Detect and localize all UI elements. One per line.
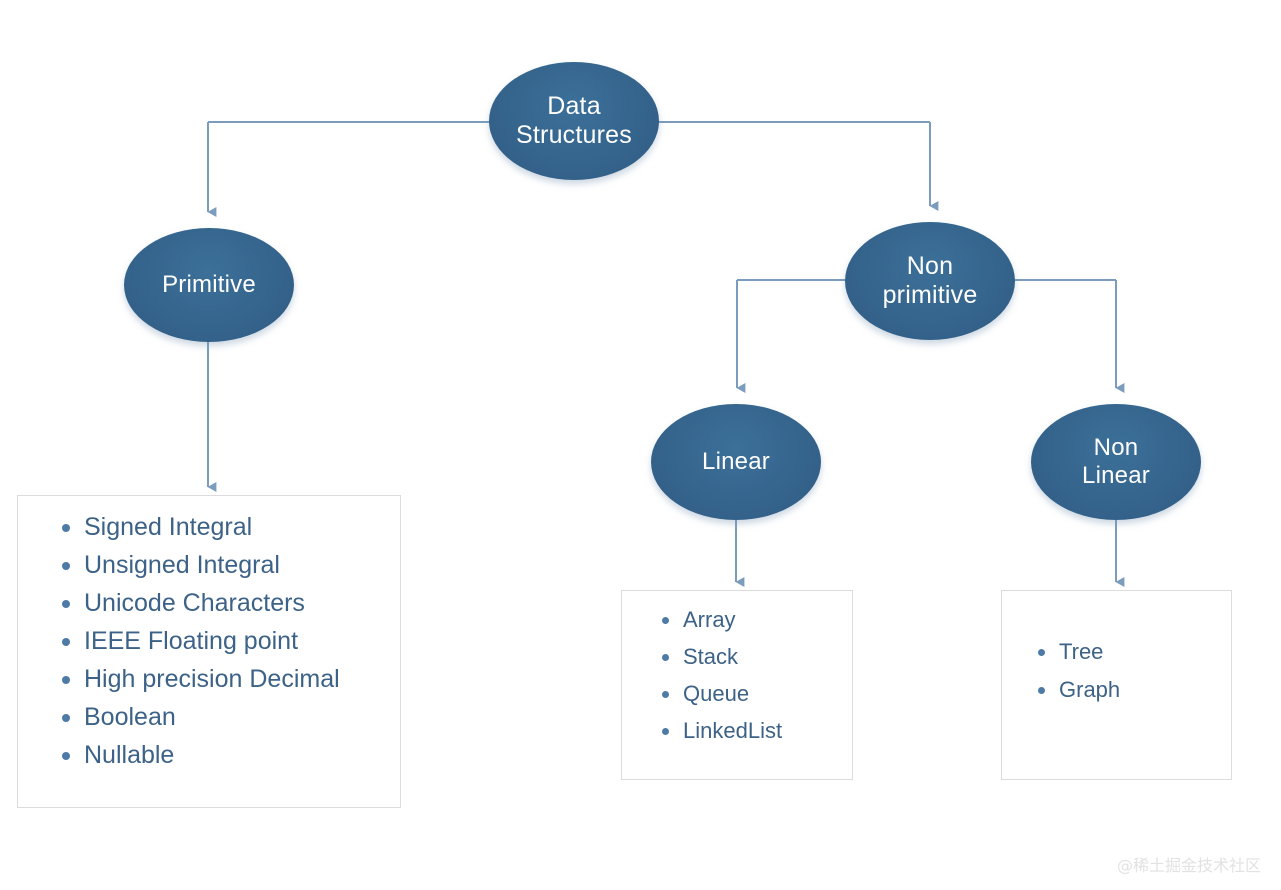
list-item: Unsigned Integral: [62, 546, 400, 584]
bullet-icon: [662, 617, 669, 624]
bullet-icon: [62, 638, 70, 646]
list-item-label: Nullable: [84, 741, 175, 769]
list-item: Signed Integral: [62, 508, 400, 546]
list-item: Queue: [662, 675, 852, 712]
bullet-icon: [1038, 687, 1045, 694]
node-primitive-line1: Primitive: [162, 270, 256, 298]
node-primitive[interactable]: Primitive: [124, 228, 294, 342]
list-item-label: LinkedList: [683, 718, 783, 743]
node-data-structures[interactable]: Data Structures: [489, 62, 659, 180]
node-linear-line1: Linear: [702, 447, 770, 475]
node-non-primitive-line2: primitive: [882, 281, 978, 309]
bullet-icon: [62, 714, 70, 722]
bullet-icon: [62, 600, 70, 608]
list-item-label: Stack: [683, 644, 739, 669]
list-item-label: Queue: [683, 681, 750, 706]
list-item: IEEE Floating point: [62, 622, 400, 660]
list-item-label: High precision Decimal: [84, 665, 340, 693]
node-non-linear-line1: Non: [1093, 433, 1139, 461]
list-item-label: Unsigned Integral: [84, 551, 280, 579]
list-item: LinkedList: [662, 712, 852, 749]
list-item-label: Signed Integral: [84, 513, 253, 541]
list-item-label: Boolean: [84, 703, 176, 731]
list-item: Boolean: [62, 698, 400, 736]
node-non-primitive[interactable]: Non primitive: [845, 222, 1015, 340]
bullet-icon: [62, 524, 70, 532]
list-item: Array: [662, 601, 852, 638]
list-item: High precision Decimal: [62, 660, 400, 698]
node-non-linear-line2: Linear: [1082, 462, 1150, 489]
list-item: Stack: [662, 638, 852, 675]
list-item-label: Unicode Characters: [84, 589, 305, 617]
list-item-label: Tree: [1059, 639, 1104, 664]
node-non-linear[interactable]: Non Linear: [1031, 404, 1201, 520]
node-linear[interactable]: Linear: [651, 404, 821, 520]
bullet-icon: [62, 562, 70, 570]
node-data-structures-line1: Data: [547, 91, 601, 120]
node-data-structures-line2: Structures: [516, 121, 632, 149]
bullet-icon: [1038, 649, 1045, 656]
list-item: Tree: [1038, 633, 1231, 671]
list-item: Unicode Characters: [62, 584, 400, 622]
bullet-icon: [62, 752, 70, 760]
bullet-icon: [62, 676, 70, 684]
list-item-label: Array: [683, 607, 736, 632]
watermark: @稀土掘金技术社区: [1116, 856, 1261, 875]
node-non-primitive-line1: Non: [906, 251, 954, 280]
list-item-label: Graph: [1059, 677, 1121, 702]
list-item: Nullable: [62, 736, 400, 774]
bullet-icon: [662, 728, 669, 735]
list-item-label: IEEE Floating point: [84, 627, 299, 655]
bullet-icon: [662, 654, 669, 661]
bullet-icon: [662, 691, 669, 698]
list-item: Graph: [1038, 671, 1231, 709]
